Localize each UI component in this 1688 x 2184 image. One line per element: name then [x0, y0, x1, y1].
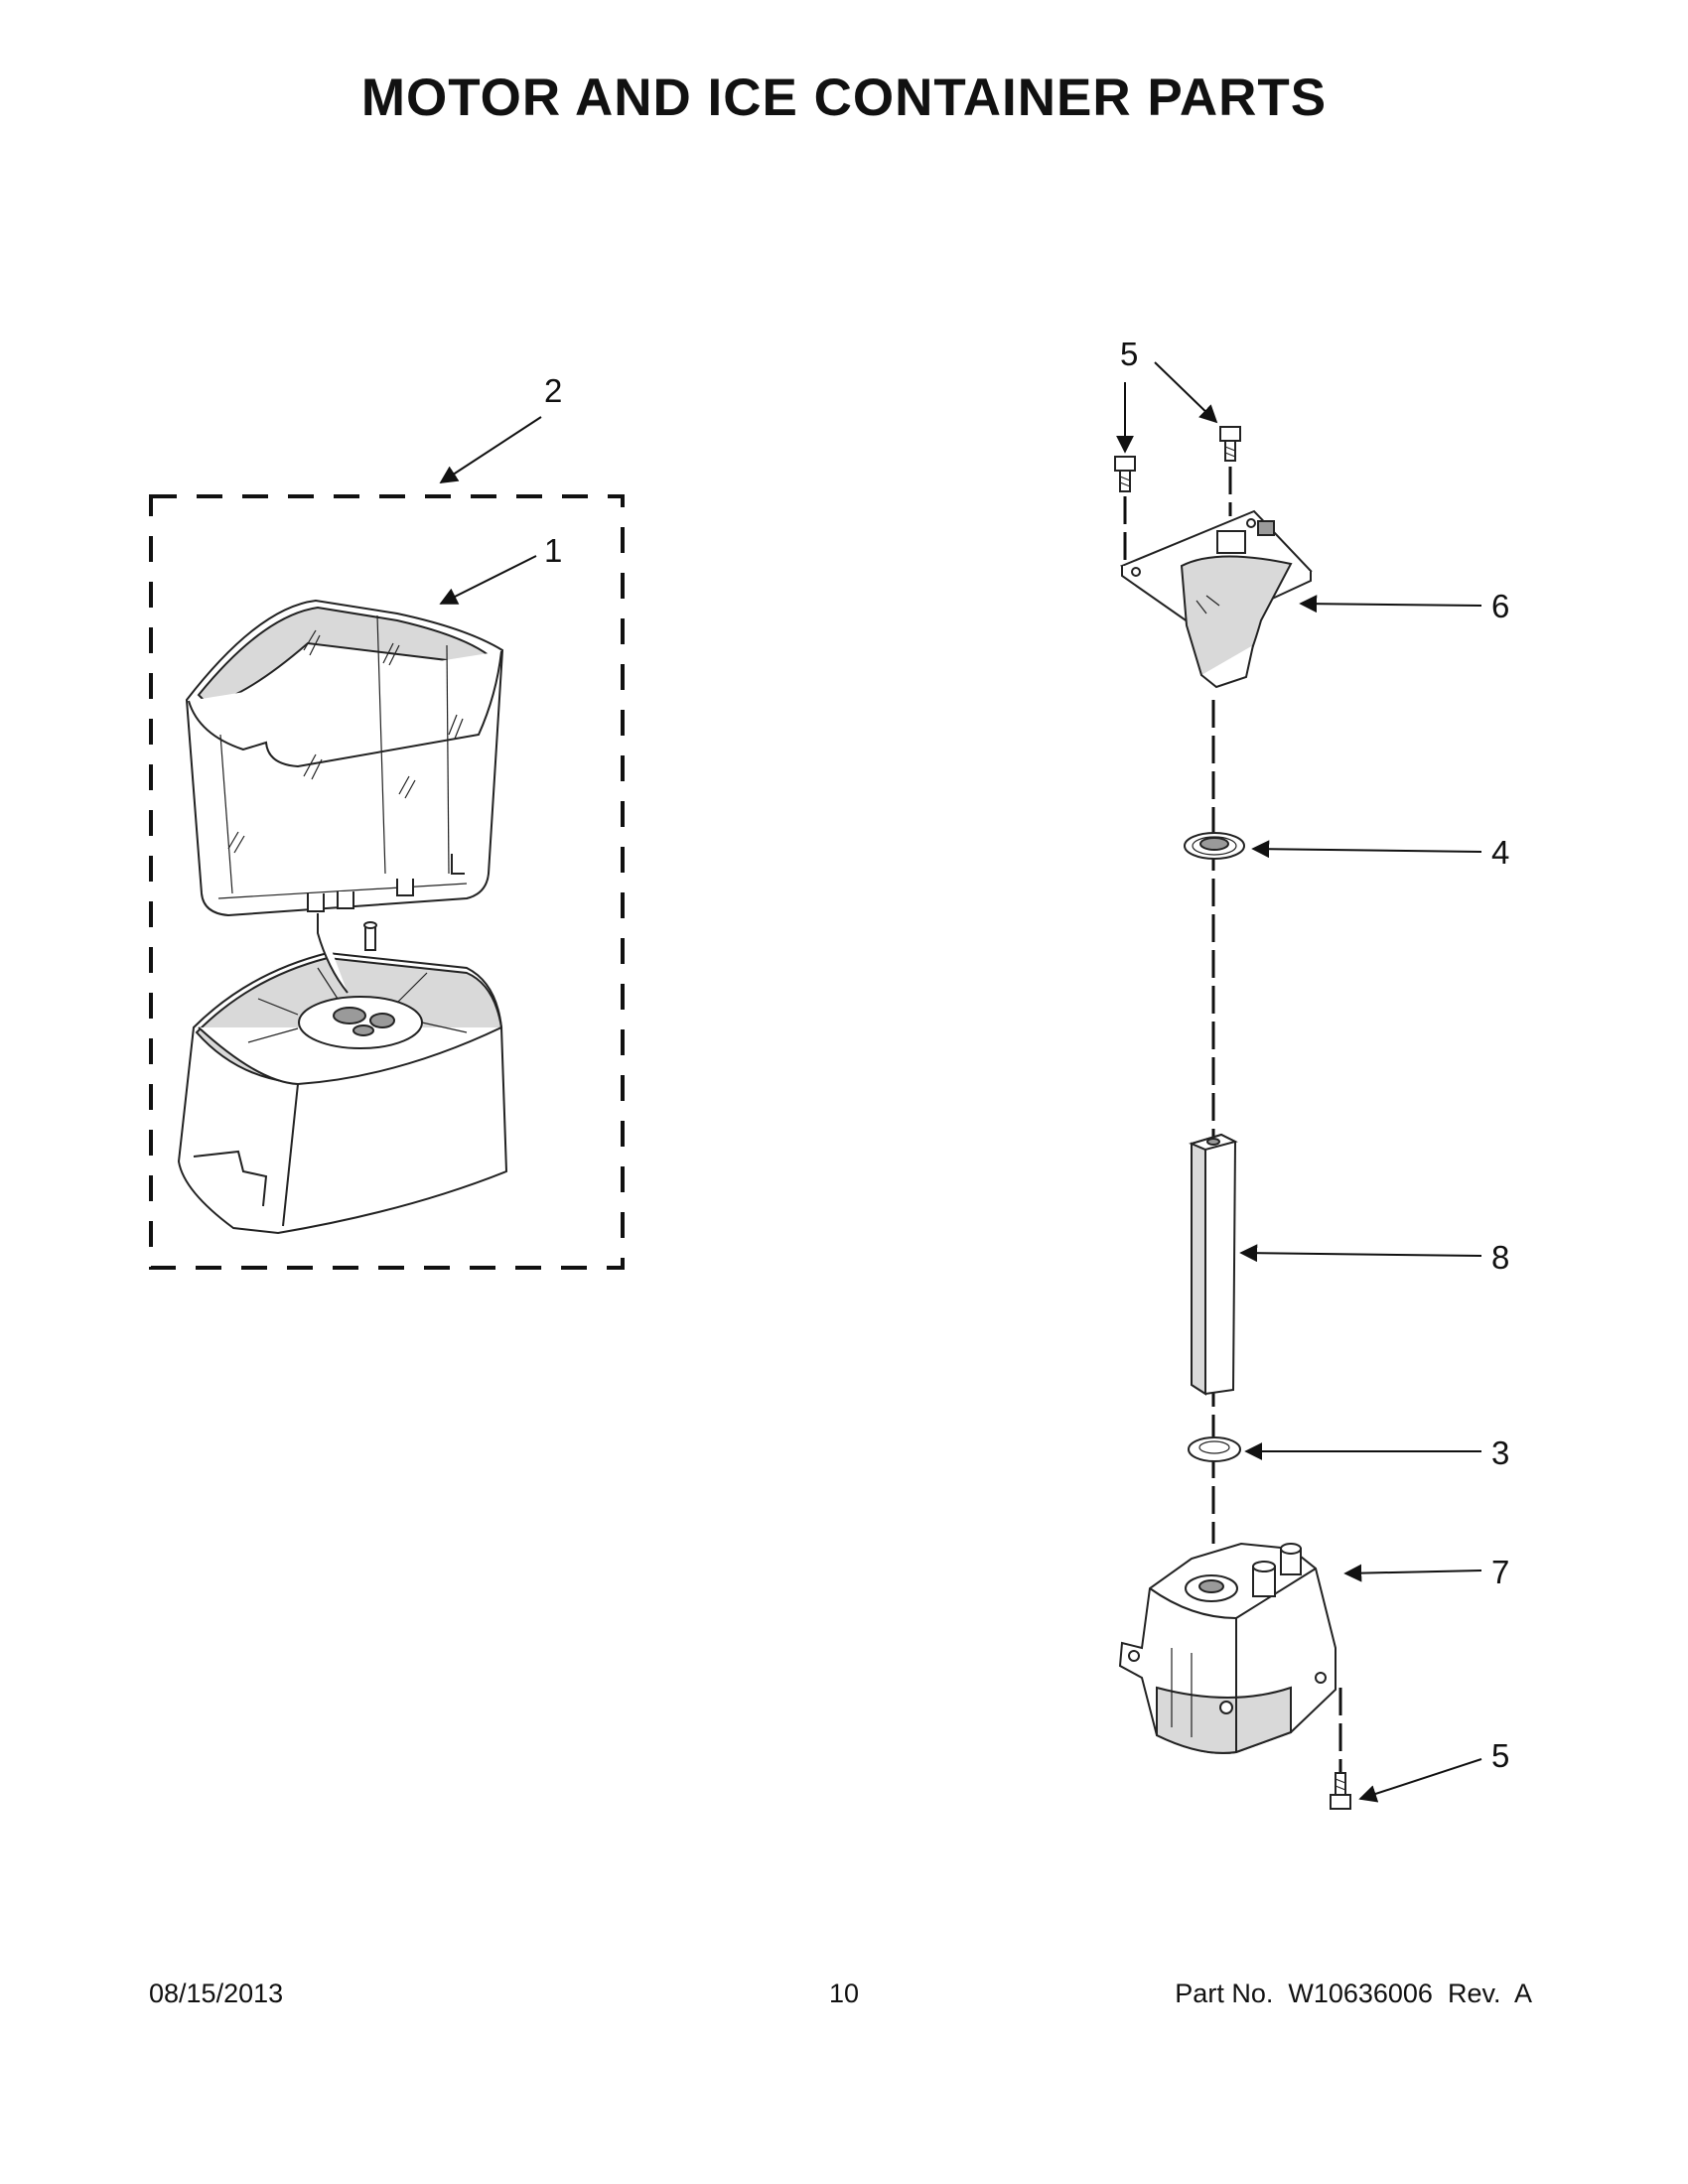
screw-top-left [1114, 456, 1136, 492]
footer-date: 08/15/2013 [149, 1979, 284, 2008]
callout-5-bottom: 5 [1491, 1737, 1509, 1774]
leader-line-4 [1251, 840, 1482, 859]
leader-line-1 [439, 555, 537, 605]
callout-7: 7 [1491, 1554, 1509, 1590]
callout-4: 4 [1491, 834, 1509, 871]
ice-chute-funnel [1119, 509, 1313, 689]
callout-3: 3 [1491, 1434, 1509, 1471]
callout-1: 1 [544, 532, 562, 569]
callout-5-top: 5 [1120, 336, 1138, 372]
o-ring-washer [1188, 1436, 1241, 1462]
assembly-group-box [149, 494, 625, 1270]
leader-line-6 [1299, 595, 1482, 614]
hex-drive-shaft [1189, 1133, 1238, 1396]
screw-bottom [1330, 1772, 1351, 1810]
auger-motor-gearbox [1118, 1542, 1336, 1754]
callout-8: 8 [1491, 1239, 1509, 1276]
container-base-housing [177, 913, 508, 1235]
leader-line-2 [439, 416, 542, 483]
leader-line-8 [1239, 1244, 1482, 1263]
screw-top-right [1219, 426, 1241, 462]
leader-line-5-top-b [1154, 361, 1218, 424]
ice-container-bin [185, 599, 504, 917]
footer-part-number: Part No. W10636006 Rev. A [1175, 1979, 1532, 2008]
leader-line-7 [1343, 1564, 1482, 1582]
page-title: MOTOR AND ICE CONTAINER PARTS [360, 68, 1328, 127]
leader-line-5-bottom [1358, 1758, 1482, 1803]
footer-page-number: 10 [828, 1979, 860, 2008]
callout-2: 2 [544, 372, 562, 409]
bearing-washer [1184, 832, 1245, 860]
callout-6: 6 [1491, 588, 1509, 624]
